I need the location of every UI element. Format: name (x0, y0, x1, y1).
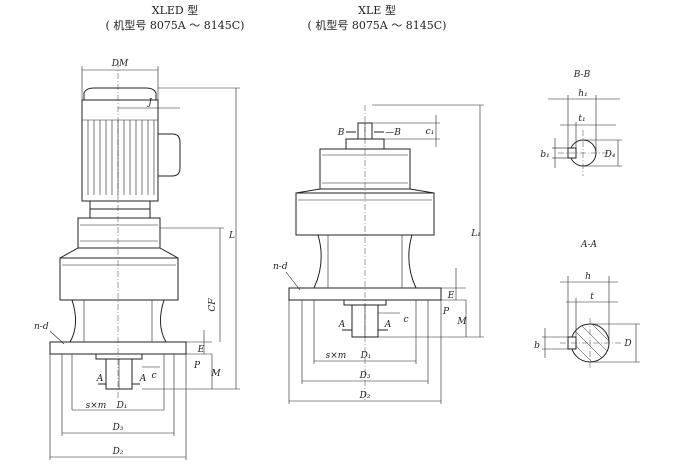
xle-c1: c₁ (426, 127, 435, 137)
xle-p: P (442, 307, 450, 317)
dim-p: P (193, 361, 201, 371)
xle-sxm: s×m (326, 351, 347, 361)
motor-flange (89, 200, 151, 210)
xled-subtitle: ( 机型号 8075A ～ 8145C) (106, 18, 245, 32)
bb-section: h₁ t₁ b₁ D₄ (540, 89, 622, 176)
xled-view: DM J L CF E P M c A A n-d (34, 59, 240, 460)
xle-e: E (447, 291, 455, 301)
terminal-box (158, 133, 181, 177)
output-spigot (95, 353, 143, 360)
xle-view: B —B c₁ L₁ E P M c A A n-d (273, 104, 484, 404)
motor-fins (82, 119, 158, 195)
reducer-upper (77, 217, 161, 249)
xle-d2: D₂ (359, 391, 371, 401)
bb-b1: b₁ (540, 150, 549, 160)
section-a-right: A (139, 374, 147, 384)
bb-t1: t₁ (578, 114, 585, 124)
dim-j: J (146, 98, 153, 108)
xle-m: M (456, 317, 467, 327)
xle-b-right: —B (385, 128, 401, 138)
dim-c: c (151, 371, 156, 381)
xled-d1: D₁ (116, 401, 128, 411)
dim-e: E (197, 345, 205, 355)
xle-upper-housing (319, 148, 411, 190)
section-a-left: A (96, 374, 104, 384)
xle-d1: D₁ (360, 351, 372, 361)
xle-a-left: A (338, 320, 346, 330)
dim-l: L (228, 231, 235, 241)
xle-subtitle: ( 机型号 8075A ～ 8145C) (308, 18, 447, 32)
aa-d: D (623, 339, 631, 349)
xled-title: XLED 型 (152, 3, 198, 17)
xle-ring (295, 192, 435, 236)
xle-c: c (403, 315, 408, 325)
xle-nd-label: n-d (273, 262, 288, 272)
aa-b: b (534, 341, 540, 351)
xled-d3: D₃ (112, 423, 124, 433)
bb-section-title: B-B (573, 70, 591, 80)
motor-body (81, 99, 159, 202)
xle-l1: L₁ (470, 229, 481, 239)
motor-cap (83, 87, 157, 101)
reducer-ring (59, 257, 179, 301)
xle-d3: D₃ (359, 371, 371, 381)
xled-sxm: s×m (86, 401, 107, 411)
dim-cf: CF (208, 298, 218, 312)
xle-b-left: B (337, 128, 345, 138)
xled-nd-label: n-d (34, 322, 49, 332)
bb-d4: D₄ (604, 150, 616, 160)
xle-title: XLE 型 (358, 3, 396, 17)
xled-d2: D₂ (112, 447, 124, 457)
aa-t: t (590, 292, 594, 302)
bb-h1: h₁ (578, 89, 587, 99)
xle-a-right: A (384, 320, 392, 330)
aa-h: h (585, 272, 591, 282)
dim-m: M (210, 369, 221, 379)
dim-dm: DM (111, 59, 129, 69)
aa-section: h t b D (534, 272, 640, 368)
aa-section-title: A-A (580, 240, 598, 250)
